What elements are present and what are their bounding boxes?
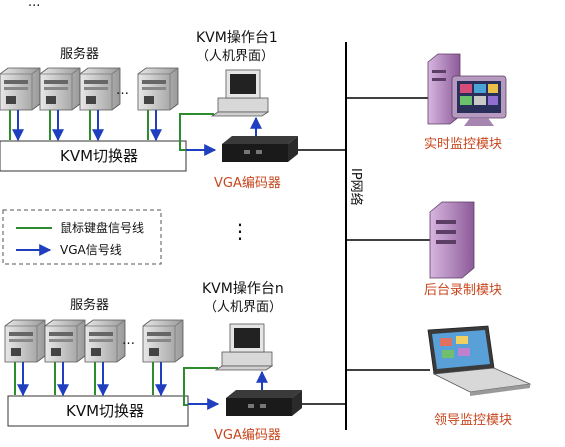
group1-console-label-line1: KVM操作台1 bbox=[196, 30, 278, 46]
group1-switch-console-link bbox=[179, 113, 214, 151]
group2-servers-label: 服务器 bbox=[70, 297, 109, 313]
group1-server-3 bbox=[79, 67, 121, 111]
group1-encoder-label: VGA编码器 bbox=[214, 176, 281, 191]
group1: 服务器 … KVM切换器 KVM操作台1 （人机界面） VGA编码 bbox=[0, 30, 346, 191]
realtime-monitor-label: 实时监控模块 bbox=[424, 137, 502, 152]
group1-vga-encoder bbox=[222, 136, 298, 162]
group2-console-label-line1: KVM操作台n bbox=[202, 281, 284, 297]
group2-server-1 bbox=[4, 319, 46, 363]
group1-server-2 bbox=[39, 67, 81, 111]
realtime-monitor-icon bbox=[451, 75, 507, 126]
group1-server-1 bbox=[0, 67, 41, 111]
backend-recorder-module: 后台录制模块 bbox=[424, 201, 502, 298]
group1-console-label-line2: （人机界面） bbox=[196, 49, 274, 64]
group2-server-3 bbox=[84, 319, 126, 363]
groups-vertical-ellipsis: ⋮ bbox=[230, 219, 250, 243]
group2-server-2 bbox=[44, 319, 86, 363]
group1-kvm-switch bbox=[0, 140, 187, 172]
leader-monitor-module: 领导监控模块 bbox=[427, 325, 532, 428]
group1-server-links bbox=[9, 110, 162, 142]
group2-encoder-label: VGA编码器 bbox=[214, 428, 281, 443]
legend-kb-mouse-label: 鼠标键盘信号线 bbox=[60, 220, 144, 235]
backend-recorder-label: 后台录制模块 bbox=[424, 283, 502, 298]
group2: 服务器 … KVM切换器 KVM操作台n （人机界面） VGA编码器 bbox=[4, 281, 346, 443]
realtime-monitor-module: 实时监控模块 bbox=[424, 53, 507, 152]
group2-server-links bbox=[14, 362, 167, 397]
group2-console-label-line2: （人机界面） bbox=[204, 300, 282, 315]
leader-monitor-label: 领导监控模块 bbox=[434, 413, 512, 428]
legend: 鼠标键盘信号线 VGA信号线 bbox=[2, 209, 162, 265]
header-cutoff-text: ... bbox=[28, 0, 40, 10]
group2-vga-encoder bbox=[226, 390, 302, 416]
group1-server-4 bbox=[137, 67, 179, 111]
group2-server-4 bbox=[142, 319, 184, 363]
group1-kvm-console bbox=[211, 69, 269, 117]
group2-servers-ellipsis: … bbox=[122, 333, 135, 348]
legend-vga-label: VGA信号线 bbox=[60, 243, 122, 257]
legend-box bbox=[2, 209, 162, 265]
group2-switch-console-link bbox=[183, 367, 218, 406]
leader-laptop-icon bbox=[427, 325, 532, 396]
group2-kvm-console bbox=[215, 323, 273, 371]
ip-network-label: IP网络 bbox=[348, 168, 364, 206]
group1-servers-label: 服务器 bbox=[60, 46, 99, 62]
group2-kvm-switch bbox=[7, 395, 189, 427]
group2-kvm-switch-label: KVM切换器 bbox=[66, 402, 144, 420]
group1-kvm-switch-label: KVM切换器 bbox=[60, 147, 138, 165]
group1-servers-ellipsis: … bbox=[116, 83, 129, 98]
recorder-tower-icon bbox=[429, 201, 475, 279]
